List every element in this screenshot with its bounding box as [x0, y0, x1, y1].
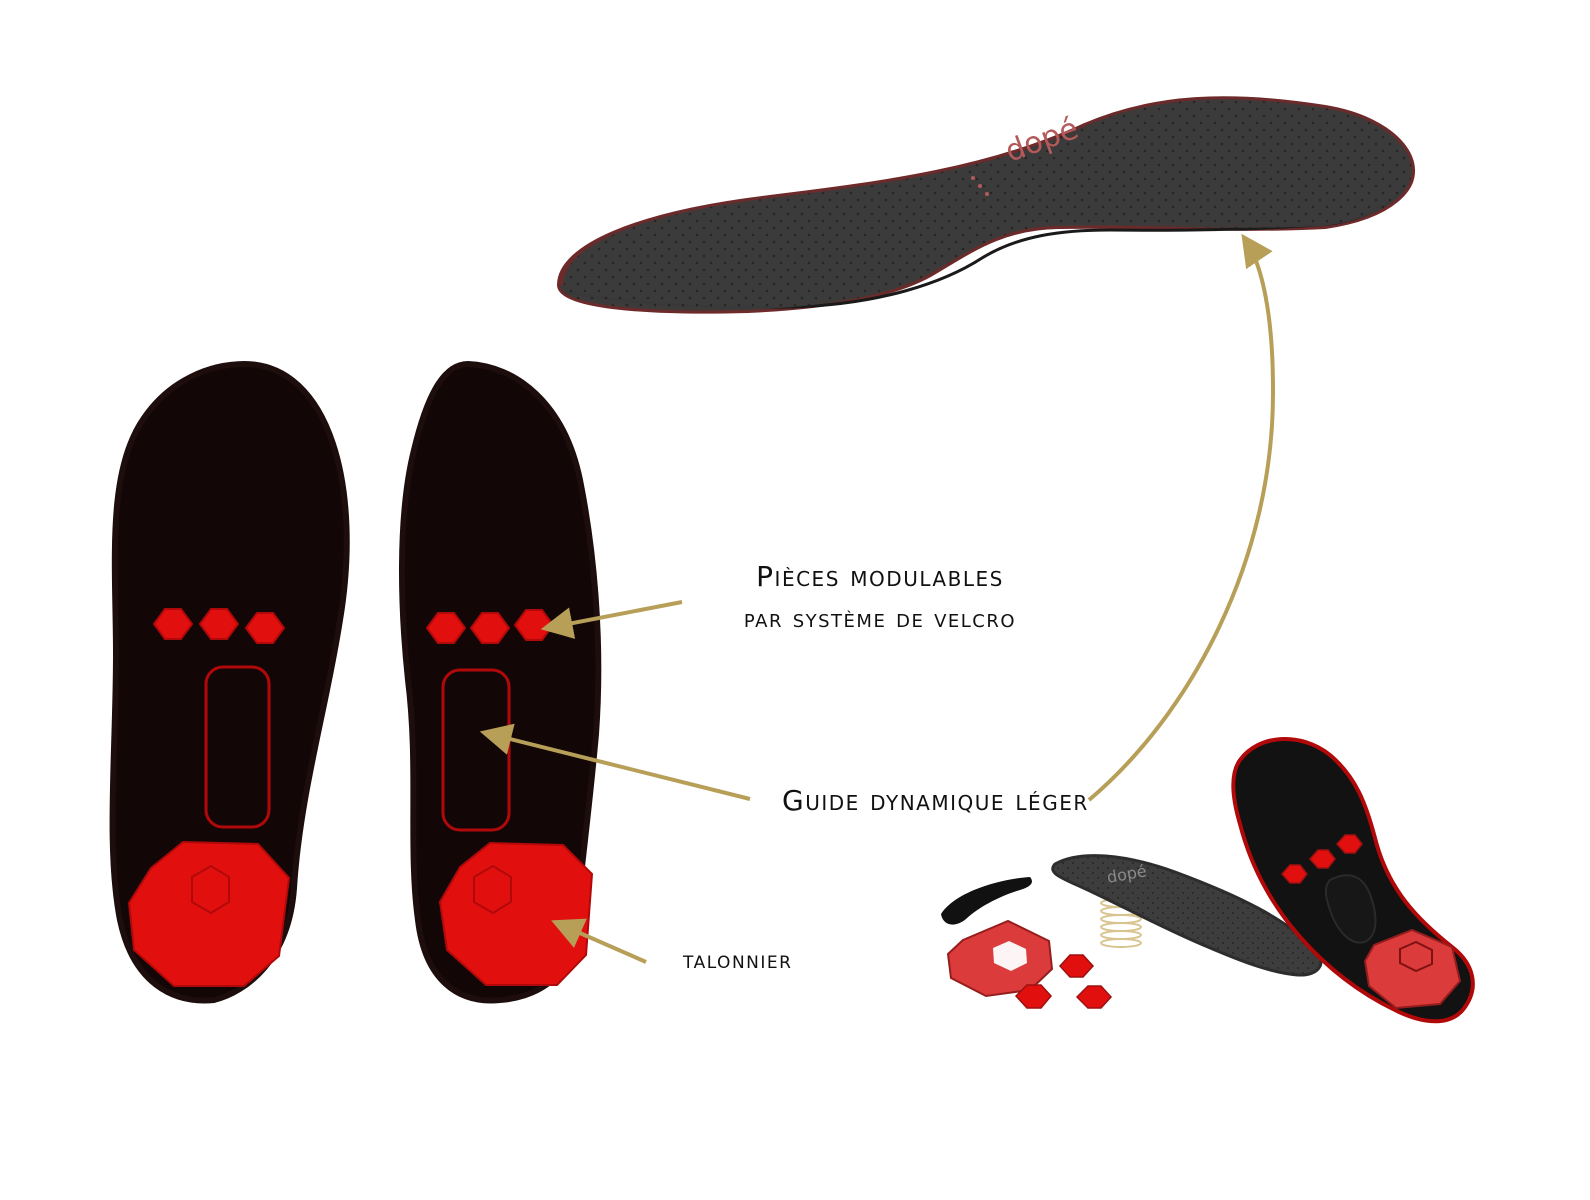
right-heel-pad	[438, 841, 594, 986]
spring-component	[1100, 898, 1142, 948]
callout-arrows	[479, 233, 1276, 964]
label-modular-pieces-line-1: Pièces modulables	[756, 560, 1004, 593]
arrow-heel-cup	[551, 918, 647, 964]
label-modular-pieces-line-2: par système de velcro	[743, 604, 1017, 634]
detached-pad-1	[1058, 954, 1095, 978]
left-forefoot-pad-1	[152, 608, 194, 640]
arrow-guide-left	[479, 723, 751, 801]
left-heel-pad	[127, 840, 291, 987]
arrow-modular-pieces	[540, 600, 683, 639]
detached-pad-3	[1075, 985, 1113, 1009]
label-heel-cup: talonnier	[683, 946, 793, 974]
velcro-strip	[941, 877, 1032, 925]
left-forefoot-pad-2	[198, 608, 240, 640]
arrow-guide-top	[1087, 233, 1276, 802]
right-forefoot-pad-1	[425, 612, 467, 644]
label-dynamic-guide: Guide dynamique léger	[782, 784, 1089, 817]
right-insole	[399, 360, 602, 1004]
detached-pad-2	[1014, 984, 1052, 1009]
insole-kit-assembly: dopé	[941, 736, 1475, 1024]
right-forefoot-pad-2	[469, 612, 511, 644]
top-insole-side-view: dopé	[556, 96, 1415, 314]
kit-gray-insole	[1051, 854, 1323, 977]
left-insole	[109, 360, 350, 1004]
left-forefoot-pad-3	[244, 612, 286, 644]
